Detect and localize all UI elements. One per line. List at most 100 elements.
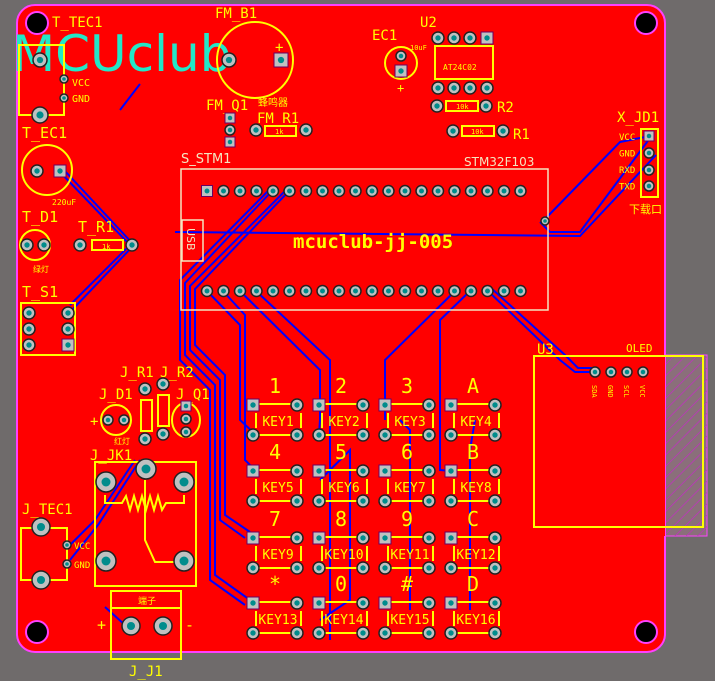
key-symbol: 2	[335, 374, 347, 398]
pad-hole	[360, 600, 366, 606]
pad-hole	[204, 188, 210, 194]
pad-hole	[485, 188, 490, 194]
pad-hole	[419, 188, 424, 194]
relay-switch-symbol	[144, 480, 184, 563]
key-outline	[255, 403, 302, 436]
pad-hole	[320, 188, 325, 194]
pad-hole	[250, 600, 256, 606]
pad-hole	[26, 310, 32, 316]
r2-label: R2	[497, 100, 514, 116]
pad-hole	[640, 369, 646, 375]
key-outline	[255, 601, 302, 634]
t-ec1-value: 220uF	[52, 198, 76, 207]
pad-hole	[250, 565, 256, 571]
pad-hole	[382, 498, 388, 504]
key-symbol: 7	[269, 507, 281, 531]
fm-q1-label: FM_Q1	[206, 98, 248, 114]
u2-label: U2	[420, 15, 437, 31]
pad-hole	[121, 417, 127, 423]
pad-hole	[204, 288, 210, 294]
pad-hole	[492, 565, 498, 571]
pad-hole	[518, 288, 523, 294]
pad-hole	[451, 35, 457, 41]
key-label: KEY10	[324, 548, 363, 563]
oled-area	[533, 355, 665, 536]
pad-hole	[270, 188, 276, 194]
pad-hole	[183, 416, 189, 422]
key-symbol: 9	[401, 507, 413, 531]
keypad-key-15[interactable]: #KEY15	[387, 572, 434, 634]
x-jd1-outline	[640, 128, 659, 198]
fm-q1-note: 蜂鸣器	[258, 96, 288, 109]
t-d1-label: T_D1	[22, 208, 58, 226]
pad-hole	[253, 127, 259, 133]
x-jd1-pin-label: VCC	[619, 133, 635, 143]
pad-hole	[500, 128, 506, 134]
j-j1-note: 端子	[138, 595, 156, 607]
pad-hole	[426, 498, 432, 504]
key-outline	[255, 536, 302, 569]
j-j1-plus: +	[97, 616, 106, 634]
ec1-value: 10uF	[410, 44, 427, 52]
pad-hole	[294, 565, 300, 571]
pad-hole	[303, 127, 309, 133]
j-d1-outline	[100, 404, 132, 436]
key-symbol: 4	[269, 440, 281, 464]
key-outline	[387, 469, 434, 502]
usb-outline	[181, 219, 204, 262]
pad-hole	[294, 432, 300, 438]
key-label: KEY1	[262, 415, 293, 430]
r1-label: R1	[513, 127, 530, 143]
pad-hole	[382, 468, 388, 474]
pad-hole	[250, 535, 256, 541]
r1-body	[461, 125, 495, 137]
key-label: KEY13	[258, 613, 297, 628]
s-stm1-label: S_STM1	[181, 152, 231, 167]
pad-hole	[142, 436, 148, 442]
pad-hole	[402, 188, 408, 194]
pad-hole	[501, 288, 507, 294]
fm-b1-label: FM_B1	[215, 6, 257, 22]
mcu-part: STM32F103	[464, 155, 534, 169]
pad-hole	[142, 386, 148, 392]
pad-hole	[398, 68, 404, 74]
r2-body	[445, 100, 479, 112]
mcuclub-logo: MCUclub	[12, 25, 231, 83]
pad-hole	[227, 115, 233, 121]
pad-hole	[65, 326, 71, 332]
pad-hole	[294, 600, 300, 606]
pad-hole	[183, 429, 189, 435]
pad-hole	[26, 342, 32, 348]
oled-pin-label: SDA	[590, 385, 598, 398]
t-ec1-outline	[21, 144, 73, 196]
pad-hole	[179, 477, 189, 487]
pad-hole	[468, 188, 474, 194]
j-r1-label: J_R1	[120, 365, 154, 381]
j-d1-plus: +	[90, 414, 98, 430]
pad-hole	[24, 242, 30, 248]
pad-hole	[65, 310, 71, 316]
keypad-key-13[interactable]: *KEY13	[255, 572, 302, 634]
pad-hole	[254, 188, 259, 194]
key-outline	[387, 601, 434, 634]
pad-hole	[434, 103, 440, 109]
pad-hole	[160, 431, 166, 437]
x-jd1-pin-label: RXD	[619, 166, 635, 176]
pad-hole	[448, 565, 454, 571]
pad-hole	[57, 168, 63, 174]
